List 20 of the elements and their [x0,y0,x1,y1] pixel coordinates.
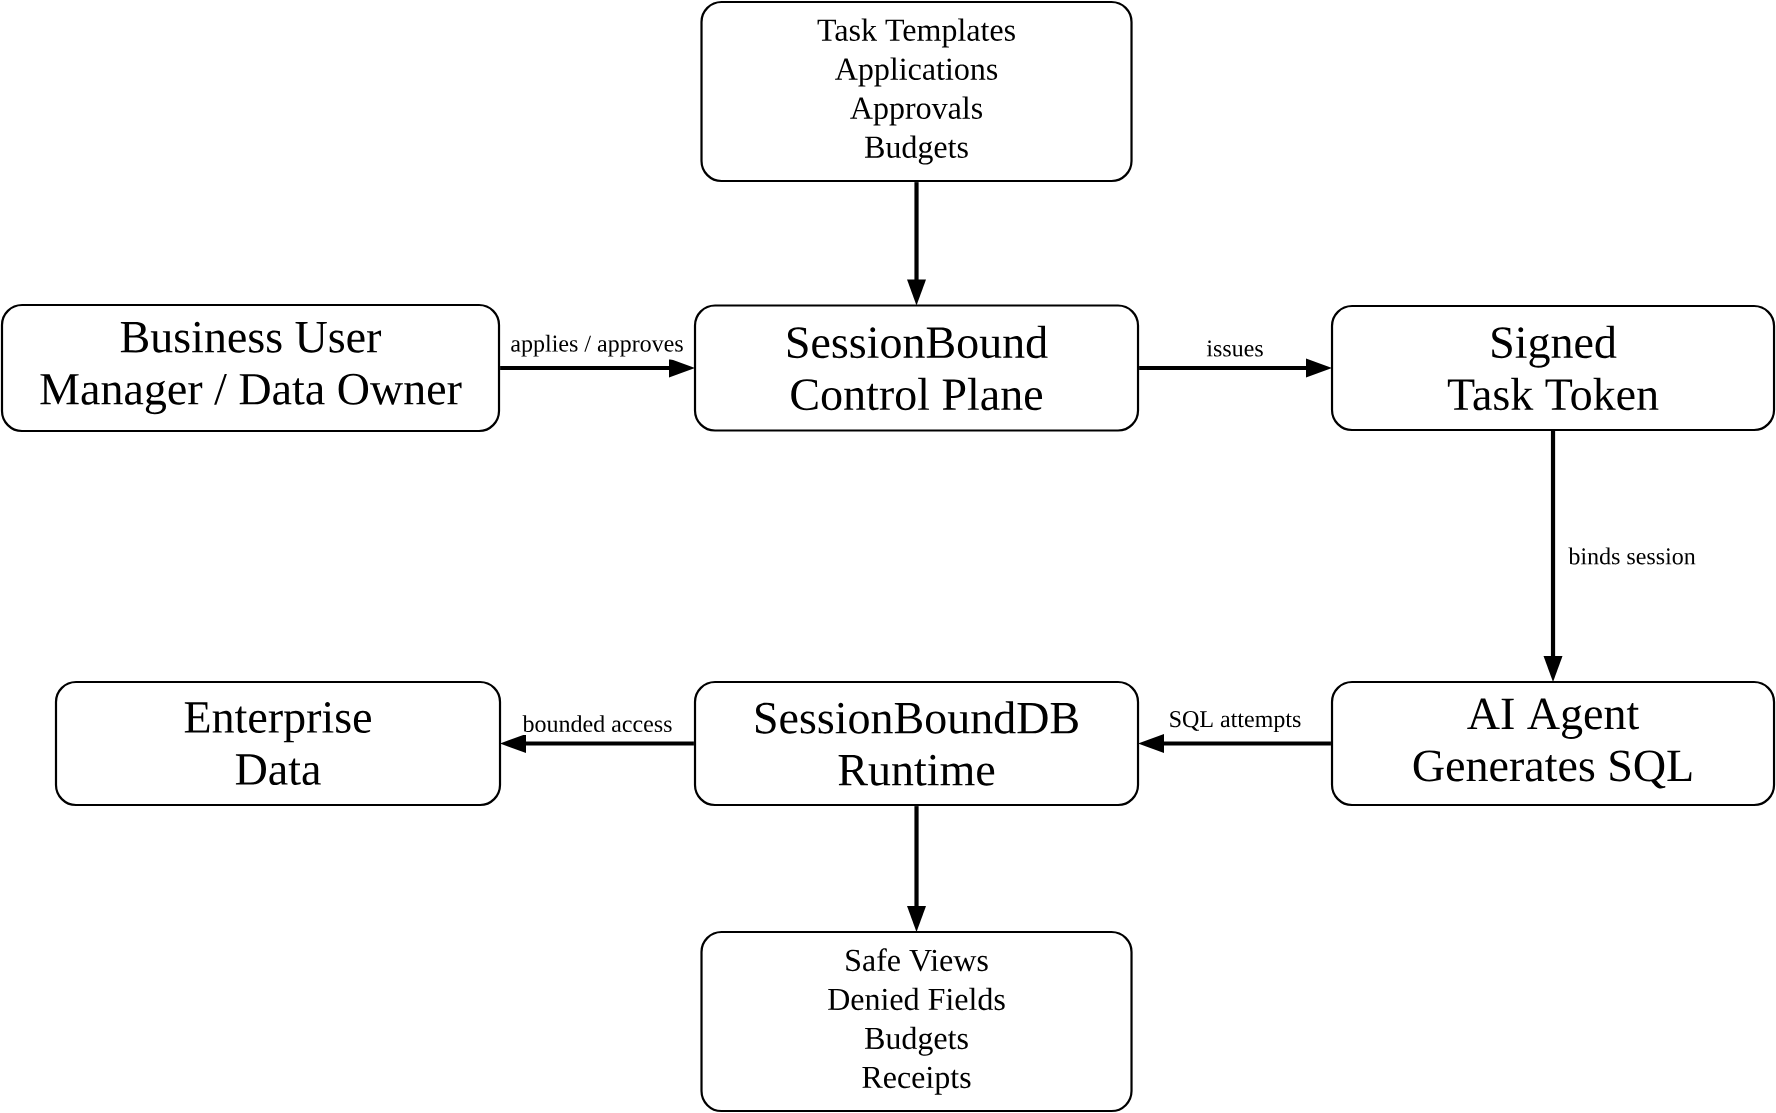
edge-label: applies / approves [507,331,687,360]
process-box: Enterprise Data [54,680,502,807]
arrow [1139,358,1332,378]
process-box: SessionBound Control Plane [693,304,1140,432]
arrow [907,806,926,932]
arrow [500,358,695,378]
process-box: Signed Task Token [1330,304,1776,432]
edge-label: binds session [1565,544,1699,568]
list-box: Task Templates Applications Approvals Budgets [700,0,1133,183]
arrow [907,182,926,306]
edge-label: SQL attempts [1165,708,1305,736]
process-box: SessionBoundDB Runtime [693,680,1140,807]
arrow [1543,431,1563,682]
arrow [1138,734,1331,753]
list-box: Safe Views Denied Fields Budgets Receipts [700,930,1133,1113]
arrow [500,734,694,753]
process-box: Business User Manager / Data Owner [0,303,501,433]
edge-label: bounded access [519,712,676,736]
edge-label: issues [1203,337,1267,360]
process-box: AI Agent Generates SQL [1330,680,1776,807]
